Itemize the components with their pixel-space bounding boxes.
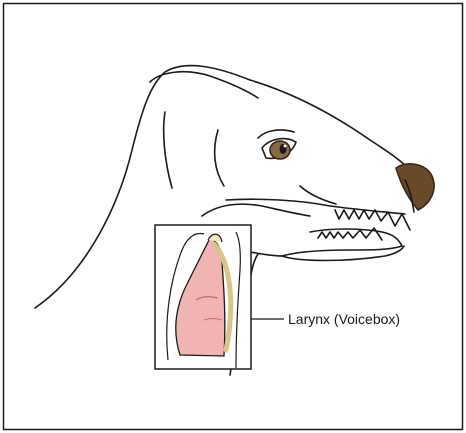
throat-outline xyxy=(202,204,310,216)
eye-highlight xyxy=(284,145,287,148)
brow-line xyxy=(258,130,294,138)
larynx-label: Larynx (Voicebox) xyxy=(288,311,400,327)
ear-outline xyxy=(150,72,258,98)
upper-lip-outline xyxy=(226,199,405,214)
throat-lower xyxy=(250,252,282,256)
lower-jaw-outline xyxy=(282,229,402,256)
nose xyxy=(396,164,434,210)
larynx-inset xyxy=(155,225,251,369)
cheek-outline xyxy=(215,130,224,186)
ear-fold xyxy=(164,112,172,188)
